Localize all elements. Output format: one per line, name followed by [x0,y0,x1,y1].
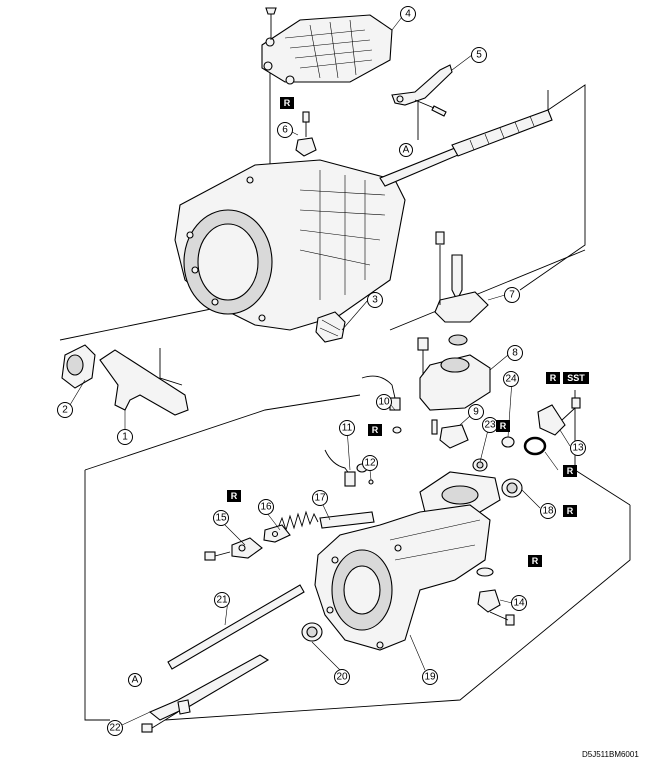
svg-text:11: 11 [342,423,353,434]
svg-text:R: R [231,491,238,501]
callout-10: 10 [376,394,392,410]
callout-6: 6 [277,122,293,138]
spring-part-16 [277,510,319,532]
replace-badge: R [280,97,294,109]
callout-3: 3 [367,292,383,308]
callout-19: 19 [422,669,438,685]
callout-8: 8 [507,345,523,361]
svg-text:24: 24 [505,374,517,385]
callout-4: 4 [400,6,416,22]
svg-text:15: 15 [215,513,227,524]
svg-text:R: R [532,556,539,566]
gasket-part-15 [204,524,291,561]
callout-18: 18 [540,503,556,519]
switch-part-13 [537,397,581,436]
seal-part-24 [501,436,515,448]
callout-2: 2 [57,402,73,418]
svg-text:20: 20 [336,672,348,683]
svg-text:3: 3 [372,295,378,306]
callout-24: 24 [503,371,519,387]
callout-14: 14 [511,595,527,611]
replace-badge: R [368,424,382,436]
callout-17: 17 [312,490,328,506]
callout-23: 23 [482,417,498,433]
replace-badge: R [227,490,241,502]
svg-text:6: 6 [282,125,288,136]
callout-11: 11 [339,420,355,436]
main-shaft-part [379,109,553,187]
oring-part [523,436,547,456]
transmission-housing-part [174,159,406,331]
figure-code: D5J511BM6001 [582,750,639,759]
callout-5: 5 [471,47,487,63]
replace-badge: R [546,372,560,384]
callout-15: 15 [213,510,229,526]
svg-text:R: R [550,373,557,383]
callout-16: 16 [258,499,274,515]
bearing-part-18 [501,478,523,498]
boot-part-3 [315,311,346,343]
sensor-part-10 [361,375,402,434]
shift-lever-part [434,231,489,346]
callout-1: 1 [117,429,133,445]
release-fork-part [99,348,189,416]
part-9 [431,419,469,449]
svg-text:16: 16 [260,502,272,513]
svg-text:10: 10 [378,397,390,408]
replace-badge: R [563,505,577,517]
extension-housing-part [314,504,491,651]
shaft-part-17 [319,511,375,529]
seal-part-23 [472,458,488,472]
svg-text:R: R [372,425,379,435]
svg-text:5: 5 [476,50,482,61]
svg-text:12: 12 [364,458,376,469]
svg-text:A: A [403,145,410,156]
ref-mark-a-bottom: A [128,673,142,687]
frame-lines [59,60,631,721]
shift-bracket-part [391,64,453,117]
svg-text:1: 1 [122,432,128,443]
replace-badge: R [528,555,542,567]
shift-rod-part-21 [167,584,305,670]
seal-part-20 [301,622,323,642]
svg-text:8: 8 [512,348,518,359]
svg-text:14: 14 [513,598,525,609]
svg-text:17: 17 [314,493,326,504]
svg-text:2: 2 [62,405,68,416]
callout-13: 13 [570,440,586,456]
svg-text:4: 4 [405,9,411,20]
callout-20: 20 [334,669,350,685]
top-cover-part [261,7,393,85]
sst-badge: SST [563,372,589,384]
svg-text:9: 9 [473,407,479,418]
svg-text:21: 21 [216,595,228,606]
replace-badge: R [563,465,577,477]
svg-text:18: 18 [542,506,554,517]
svg-text:R: R [567,466,574,476]
shift-rod-part-22 [141,654,270,733]
part-14 [476,567,515,626]
svg-text:13: 13 [572,443,584,454]
svg-text:R: R [567,506,574,516]
ref-mark-a-top: A [399,143,413,157]
release-bearing-part [61,344,96,389]
callout-22: 22 [107,720,123,736]
callout-12: 12 [362,455,378,471]
callout-9: 9 [468,404,484,420]
svg-text:22: 22 [109,723,121,734]
svg-text:SST: SST [567,373,585,383]
svg-text:19: 19 [424,672,436,683]
svg-text:23: 23 [484,420,496,431]
callout-7: 7 [504,287,520,303]
callout-21: 21 [214,592,230,608]
extension-cover-part [417,337,491,411]
svg-text:7: 7 [509,290,515,301]
svg-text:A: A [132,675,139,686]
svg-text:R: R [500,421,507,431]
part-6 [295,111,317,157]
replace-badge: R [496,420,510,432]
svg-text:R: R [284,98,291,108]
